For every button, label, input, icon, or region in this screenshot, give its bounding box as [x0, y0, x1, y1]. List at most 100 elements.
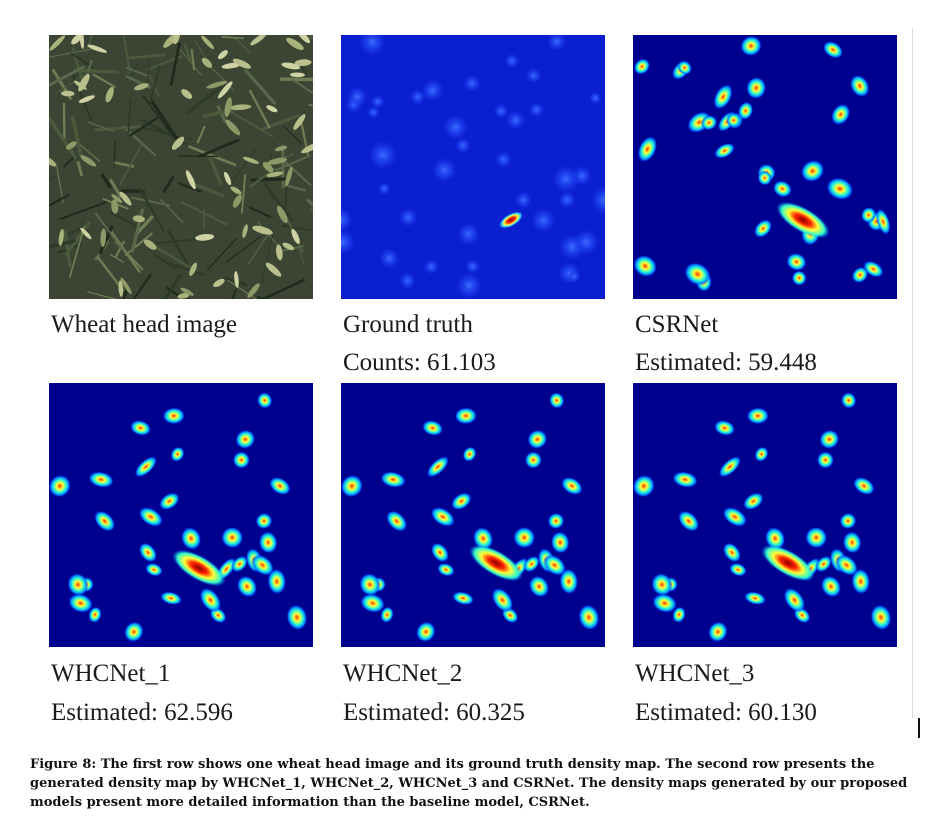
density-blob — [746, 407, 769, 425]
page-edge-line — [912, 28, 913, 718]
density-blob — [452, 591, 474, 605]
density-blob — [826, 177, 854, 200]
density-blob — [718, 456, 741, 478]
density-blob — [543, 554, 566, 576]
density-blob — [431, 542, 449, 563]
wheat-head-shape — [177, 292, 190, 299]
gt-density-blob — [421, 79, 444, 102]
wheat-head-shape — [206, 80, 228, 89]
density-blob — [743, 492, 764, 510]
wheat-head-shape — [100, 228, 107, 248]
density-blob — [850, 75, 870, 97]
ground-truth-count: Counts: 61.103 — [343, 349, 496, 376]
density-blob — [746, 76, 767, 99]
density-blob — [816, 451, 834, 469]
wheat-head-shape — [232, 194, 242, 208]
density-blob — [559, 568, 579, 595]
density-blob — [138, 507, 163, 527]
wheat-head-shape — [181, 89, 193, 99]
density-blob — [430, 507, 455, 527]
panel-label-ground-truth: Ground truth — [343, 311, 473, 338]
density-blob — [815, 556, 832, 573]
density-blob — [422, 420, 443, 436]
density-hotspot — [761, 544, 815, 582]
density-blob — [49, 474, 71, 498]
gt-density-blob — [552, 165, 580, 193]
wheat-head-shape — [201, 35, 215, 50]
panel-label-wheat-image: Wheat head image — [51, 311, 238, 338]
density-blob — [637, 136, 658, 163]
text-cursor — [918, 718, 920, 738]
csrnet-heatmap — [633, 35, 897, 299]
gt-density-blob — [341, 208, 353, 232]
gt-density-blob — [455, 137, 471, 154]
density-blob — [269, 477, 291, 495]
density-hotspot — [776, 201, 830, 239]
density-blob — [561, 477, 583, 495]
density-blob — [726, 112, 742, 128]
gt-density-blob — [359, 35, 386, 56]
density-blob — [88, 606, 102, 623]
density-blob — [426, 456, 449, 478]
wheat-head-shape — [185, 170, 196, 190]
density-blob — [134, 456, 157, 478]
density-blob — [523, 556, 540, 573]
wheat-head-shape — [118, 280, 124, 297]
density-blob — [678, 510, 700, 532]
wheat-head-shape — [58, 229, 64, 246]
density-blob — [805, 526, 828, 549]
wheat-head-shape — [172, 35, 180, 45]
wheat-head-shape — [201, 57, 213, 68]
density-blob — [841, 392, 857, 409]
density-blob — [851, 266, 869, 283]
gt-density-blob — [377, 182, 391, 195]
gt-density-blob — [589, 91, 602, 105]
wheat-head-shape — [78, 73, 90, 92]
density-blob — [237, 575, 258, 598]
density-blob — [713, 84, 733, 110]
density-blob — [714, 420, 735, 436]
wheat-head-shape — [274, 145, 288, 152]
whcnet3-density-map — [633, 383, 897, 647]
wheat-head-shape — [195, 233, 215, 241]
wheat-head-shape — [49, 156, 57, 167]
density-blob — [145, 563, 163, 577]
density-blob — [454, 407, 477, 425]
density-blob — [491, 587, 514, 613]
wheat-head-shape — [267, 157, 288, 165]
density-blob — [251, 554, 274, 576]
wheat-head-shape — [293, 114, 306, 130]
density-blob — [341, 474, 363, 498]
density-blob — [700, 115, 718, 131]
density-blob — [524, 451, 542, 469]
density-blob — [823, 41, 843, 59]
density-blob — [267, 568, 287, 595]
density-blob — [839, 513, 857, 529]
wheat-head-shape — [213, 278, 225, 288]
density-blob — [744, 591, 766, 605]
gt-density-blob — [567, 270, 581, 283]
density-blob — [255, 513, 273, 529]
wheat-head-shape — [78, 95, 95, 104]
wheat-head-shape — [218, 81, 233, 99]
density-blob — [863, 260, 884, 278]
density-blob — [633, 58, 650, 75]
gt-density-blob — [531, 208, 556, 233]
wheat-head-shape — [242, 224, 248, 238]
density-blob — [677, 60, 692, 75]
wheat-head-shape — [180, 287, 194, 296]
density-blob — [651, 573, 673, 596]
density-blob — [853, 477, 875, 495]
figure-caption: Figure 8: The first row shows one wheat … — [30, 757, 908, 810]
gt-density-blob — [432, 157, 457, 183]
wheat-head-shape — [252, 225, 273, 235]
density-blob — [359, 573, 381, 596]
density-blob — [723, 542, 741, 563]
density-hotspot — [469, 544, 523, 582]
panel-label-whcnet1: WHCNet_1 — [51, 660, 171, 687]
wheat-head-shape — [171, 136, 185, 150]
density-blob — [550, 531, 570, 554]
wheat-head-shape — [119, 191, 132, 206]
wheat-head-shape — [266, 105, 278, 113]
ground-truth-density-map — [341, 35, 605, 299]
